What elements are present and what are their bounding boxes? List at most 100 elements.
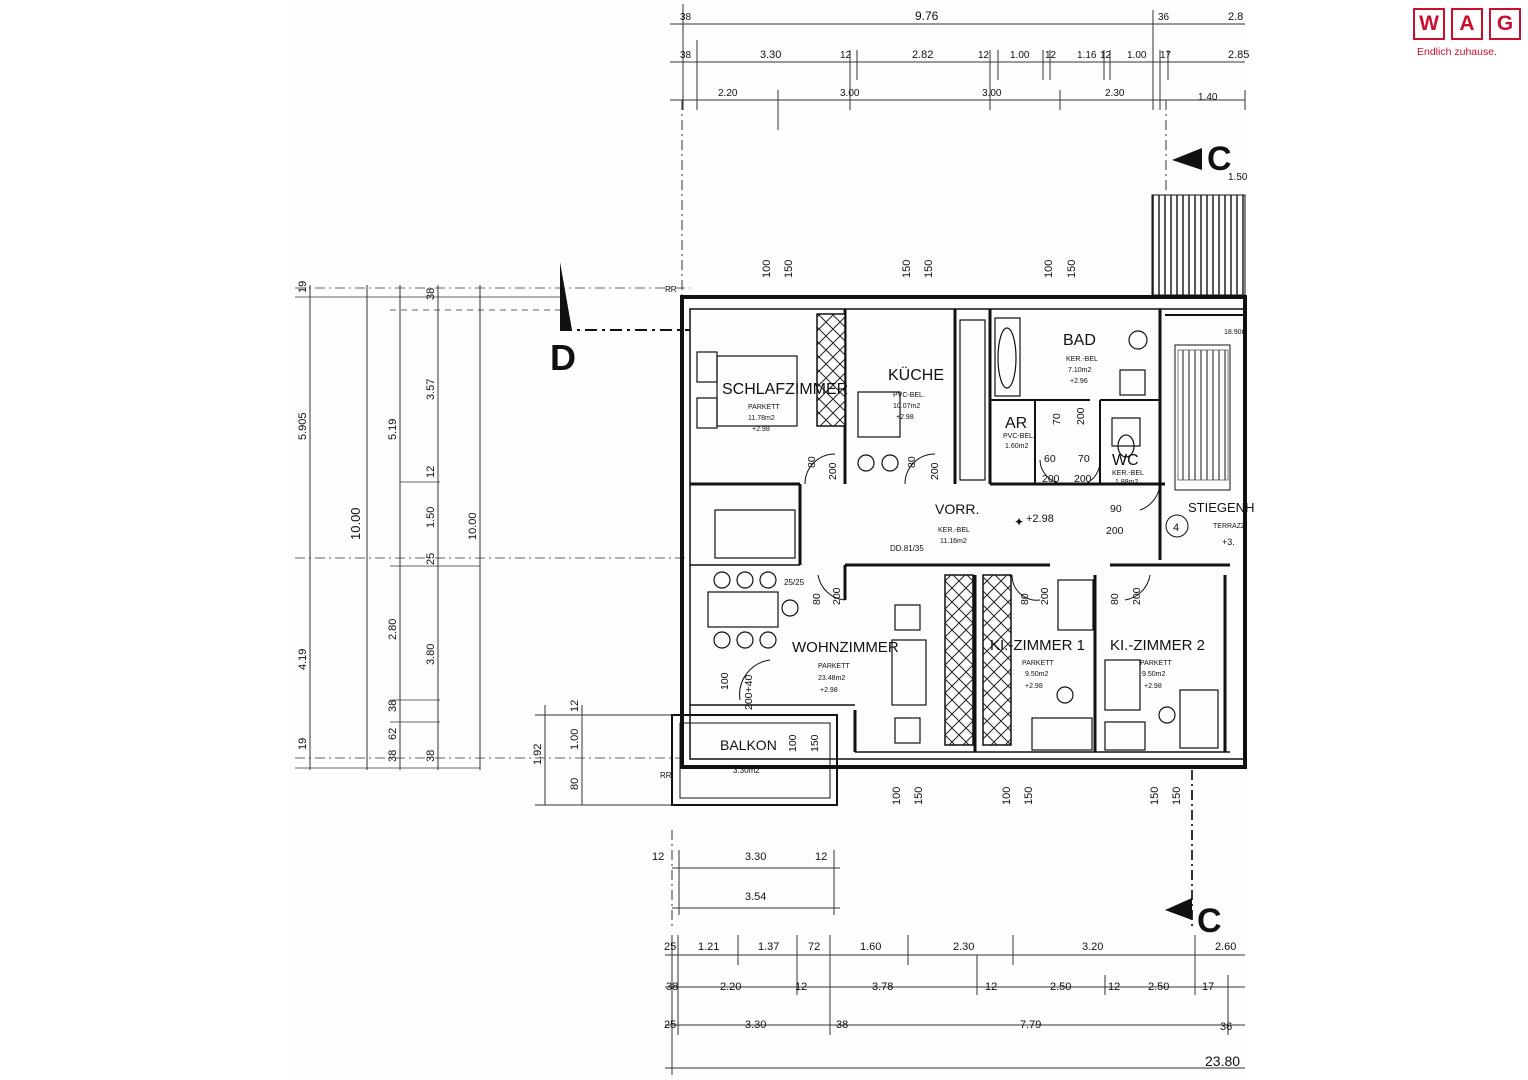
room-labels: SCHLAFZIMMER PARKETT 11.78m2 +2.98 KÜCHE… [720,329,1254,775]
svg-text:3.00: 3.00 [982,88,1002,99]
room-ar: AR [1005,415,1027,432]
svg-text:80: 80 [1109,593,1121,605]
room-kizimmer-2: KI.-ZIMMER 2 [1110,637,1205,654]
svg-text:7.79: 7.79 [1020,1019,1041,1031]
room-wohnzimmer: WOHNZIMMER [792,639,899,656]
svg-text:10.07m2: 10.07m2 [893,403,920,410]
svg-text:200: 200 [1131,587,1143,605]
svg-text:18.90m: 18.90m [1224,329,1248,336]
svg-text:PARKETT: PARKETT [748,404,780,411]
plan-sheet [290,0,1245,1080]
room-vorr: VORR. [935,501,979,517]
svg-text:2.80: 2.80 [387,619,399,640]
svg-text:7.10m2: 7.10m2 [1068,367,1091,374]
svg-text:38: 38 [425,288,437,300]
svg-text:80: 80 [569,778,581,790]
svg-text:1.92: 1.92 [532,744,544,765]
svg-text:2.60: 2.60 [1215,941,1236,953]
svg-text:+2.98: +2.98 [820,687,838,694]
svg-text:1.50: 1.50 [425,507,437,528]
svg-text:2.50: 2.50 [1148,981,1169,993]
svg-text:72: 72 [808,941,820,953]
window-dimensions-top: 100 150 150 150 100 150 [761,260,1078,278]
svg-text:3.80: 3.80 [425,644,437,665]
logo-letter-a: A [1451,8,1483,40]
svg-text:150: 150 [923,260,935,278]
svg-text:2.20: 2.20 [720,981,741,993]
svg-text:10.00: 10.00 [467,512,479,540]
room-balkon: BALKON [720,737,777,753]
svg-text:19: 19 [297,281,309,293]
svg-text:12: 12 [652,851,664,863]
svg-text:1.60m2: 1.60m2 [1005,443,1028,450]
svg-text:RR: RR [660,771,672,780]
svg-text:70: 70 [1051,413,1063,425]
svg-text:25: 25 [664,1019,676,1031]
svg-text:150: 150 [913,787,925,805]
svg-text:150: 150 [1066,260,1078,278]
svg-text:12: 12 [815,851,827,863]
svg-text:17: 17 [1202,981,1214,993]
svg-text:5.19: 5.19 [387,419,399,440]
svg-text:150: 150 [1149,787,1161,805]
svg-text:12: 12 [985,981,997,993]
svg-text:4.19: 4.19 [297,649,309,670]
svg-text:23.48m2: 23.48m2 [818,675,845,682]
svg-text:PVC-BEL.: PVC-BEL. [893,392,925,399]
room-schlafzimmer: SCHLAFZIMMER [722,381,848,398]
svg-text:25: 25 [664,941,676,953]
brand-logo: W A G Endlich zuhause. [1413,8,1523,64]
logo-letter-g: G [1489,8,1521,40]
svg-text:2.8: 2.8 [1228,11,1243,23]
svg-text:200: 200 [1075,407,1087,425]
svg-text:100: 100 [1001,787,1013,805]
svg-text:2.20: 2.20 [718,88,738,99]
svg-text:9.50m2: 9.50m2 [1142,671,1165,678]
svg-text:12: 12 [795,981,807,993]
svg-text:3.30m2: 3.30m2 [733,766,760,775]
svg-text:PARKETT: PARKETT [818,663,850,670]
svg-text:2.30: 2.30 [1105,88,1125,99]
svg-text:3.20: 3.20 [1082,941,1103,953]
svg-text:PARKETT: PARKETT [1022,660,1054,667]
svg-text:1.00: 1.00 [1127,50,1147,61]
walls [671,295,1247,806]
svg-text:3.00: 3.00 [840,88,860,99]
svg-text:23.80: 23.80 [1205,1053,1240,1069]
svg-text:1.88m2: 1.88m2 [1115,479,1138,486]
svg-text:1.16: 1.16 [1077,50,1097,61]
svg-text:80: 80 [906,456,918,468]
room-stiegenhaus: STIEGENH [1188,500,1254,515]
svg-text:5.905: 5.905 [297,412,309,440]
svg-text:4: 4 [1173,522,1179,534]
section-marker-c-bottom: C [1197,902,1222,940]
svg-text:9.50m2: 9.50m2 [1025,671,1048,678]
svg-text:38: 38 [680,50,692,61]
svg-text:38: 38 [666,981,678,993]
svg-text:200: 200 [1042,473,1060,485]
section-arrows [560,148,1202,920]
svg-text:150: 150 [1023,787,1035,805]
svg-text:1.37: 1.37 [758,941,779,953]
svg-text:KER.-BEL: KER.-BEL [1066,356,1098,363]
svg-text:PARKETT: PARKETT [1140,660,1172,667]
section-marker-d: D [550,337,576,378]
brand-tagline: Endlich zuhause. [1417,46,1497,58]
svg-text:12: 12 [1100,50,1112,61]
svg-text:3.57: 3.57 [425,379,437,400]
svg-text:200: 200 [831,587,843,605]
svg-text:100: 100 [891,787,903,805]
svg-text:12: 12 [1045,50,1057,61]
svg-text:36: 36 [1220,1021,1232,1033]
svg-text:+2.96: +2.96 [1070,378,1088,385]
room-kizimmer-1: KI.-ZIMMER 1 [990,637,1085,654]
door-swings [739,453,1161,701]
svg-text:80: 80 [811,593,823,605]
logo-letter-w: W [1413,8,1445,40]
svg-text:70: 70 [1078,453,1090,465]
svg-text:100: 100 [761,260,773,278]
svg-text:150: 150 [783,260,795,278]
svg-text:19: 19 [297,738,309,750]
svg-text:100: 100 [787,734,799,752]
top-dimensions: 38 9.76 36 2.8 38 3.30 12 2.82 12 1.00 1… [680,9,1249,183]
